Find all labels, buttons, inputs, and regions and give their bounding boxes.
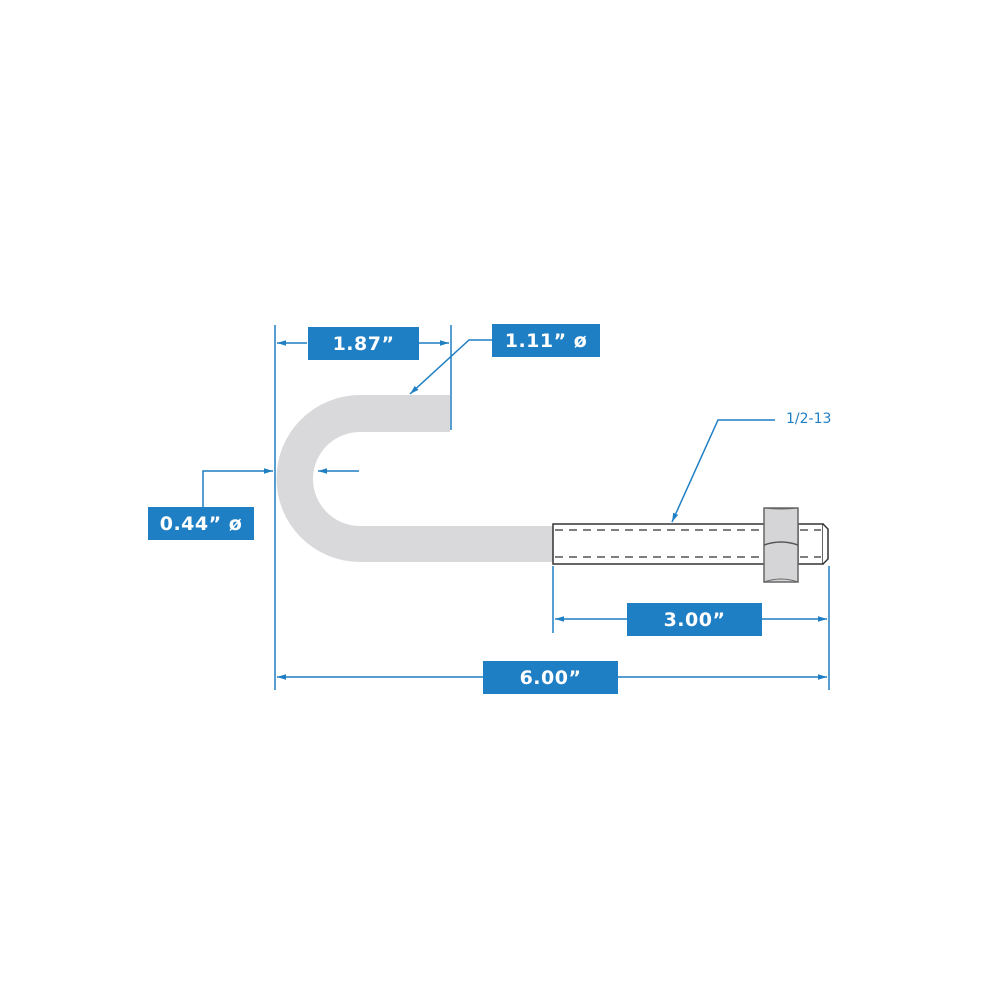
rod-diameter-leader [202, 468, 273, 508]
hex-nut [763, 507, 799, 583]
hook-length-label: 1.87” [308, 327, 419, 360]
rod-diameter-label: 0.44” ø [148, 507, 254, 540]
threaded-section [552, 523, 829, 565]
hook-diameter-leader [409, 339, 492, 395]
thread-spec-leader [671, 419, 775, 523]
thread-length-label: 3.00” [627, 603, 762, 636]
thread-spec-label: 1/2-13 [786, 411, 832, 427]
overall-length-label: 6.00” [483, 661, 618, 694]
j-bolt-body [276, 395, 553, 562]
hook-diameter-label: 1.11” ø [492, 324, 600, 357]
